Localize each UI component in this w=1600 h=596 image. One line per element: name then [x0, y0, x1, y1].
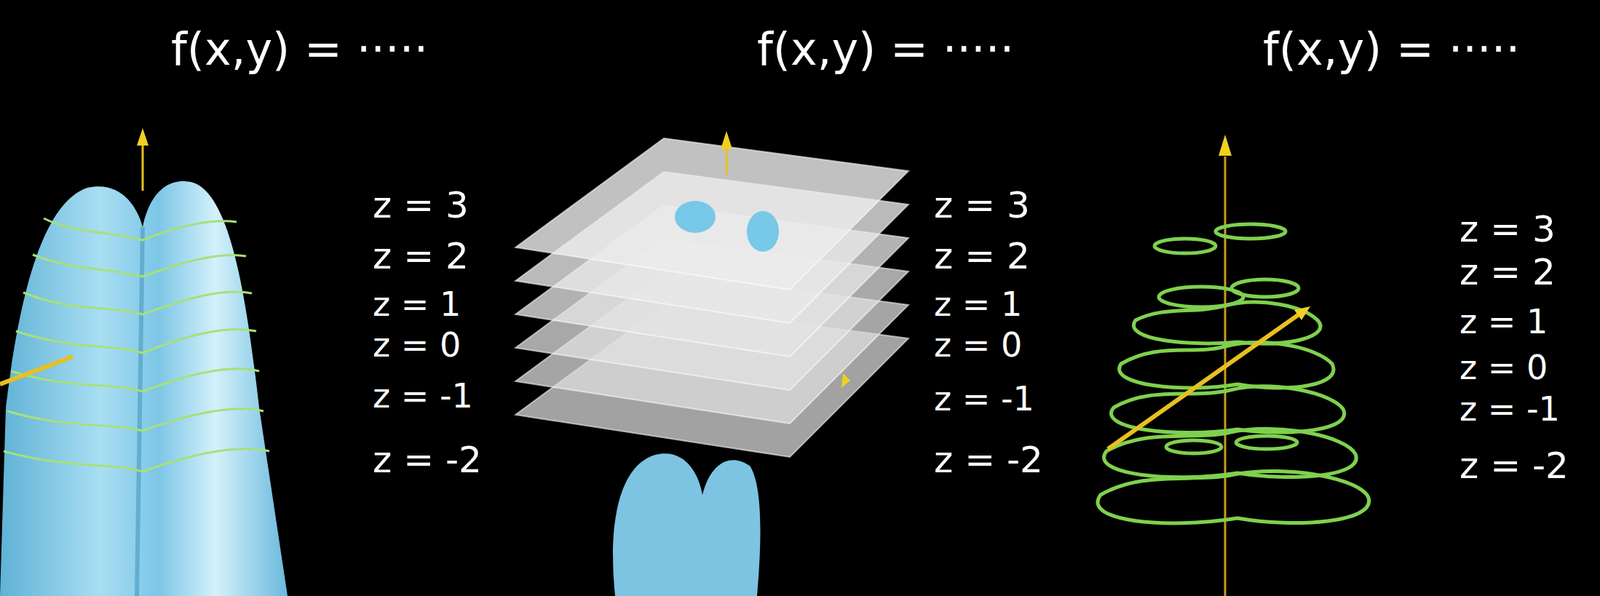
- axis-arrowhead: [136, 128, 149, 146]
- level-label: z = -2: [372, 440, 482, 481]
- surface-peak: [746, 211, 779, 252]
- surface-peak: [674, 200, 716, 233]
- z-axis: [1224, 156, 1227, 596]
- level-label: z = 1: [372, 286, 461, 324]
- level-label: z = -2: [1459, 446, 1569, 487]
- level-label: z = -2: [933, 440, 1044, 481]
- function-label: f(x,y) = ·····: [757, 24, 1015, 75]
- level-label: z = 0: [372, 326, 461, 364]
- function-label: f(x,y) = ·····: [171, 24, 429, 75]
- level-label: z = 2: [933, 236, 1031, 277]
- level-label: z = -1: [372, 377, 474, 415]
- surface-valley: [136, 227, 143, 596]
- level-label: z = 2: [1459, 252, 1556, 293]
- contour-lines: [3, 218, 270, 472]
- contour-stack: [1097, 134, 1370, 596]
- level-label: z = 2: [372, 236, 469, 277]
- level-label: z = 3: [1459, 209, 1556, 250]
- x-axis: [0, 356, 73, 385]
- level-curves: [1097, 224, 1370, 524]
- axis-arrowhead: [720, 131, 733, 150]
- level-label: z = 1: [933, 286, 1023, 324]
- slicing-planes: [515, 131, 909, 596]
- planes: [515, 138, 909, 458]
- level-label: z = -1: [933, 380, 1035, 418]
- surface: [612, 453, 760, 596]
- level-label: z = 0: [933, 326, 1023, 364]
- axis-arrowhead: [1294, 306, 1311, 321]
- level-label: z = 3: [933, 185, 1031, 226]
- axis-arrowhead: [1218, 134, 1232, 156]
- z-axis: [725, 149, 728, 175]
- z-axis: [141, 138, 145, 191]
- level-label: z = 0: [1459, 349, 1548, 387]
- level-label: z = -1: [1459, 390, 1560, 429]
- level-label: z = 1: [1459, 303, 1548, 341]
- level-label: z = 3: [372, 185, 469, 226]
- x-axis: [1107, 311, 1304, 450]
- surface-plot: [0, 128, 288, 596]
- surface: [0, 181, 288, 596]
- axis-arrowhead: [841, 373, 851, 388]
- function-label: f(x,y) = ·····: [1262, 24, 1520, 75]
